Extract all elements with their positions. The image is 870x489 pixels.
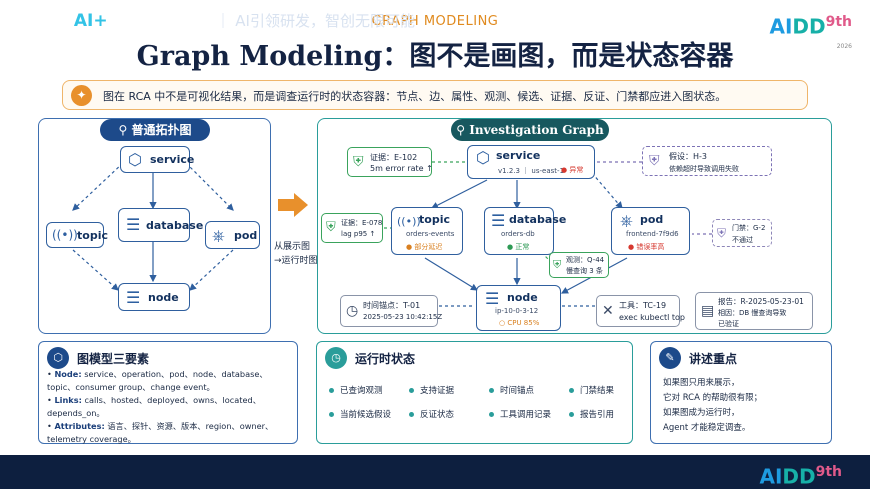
cube-icon: ⬡ bbox=[476, 148, 490, 167]
list-item: 反证状态 bbox=[409, 408, 454, 420]
shield-check-icon: ⛨ bbox=[353, 154, 364, 170]
observation-card[interactable]: ⛨ 观测：Q-44 慢查询 3 条 bbox=[549, 252, 609, 278]
error-dot-icon: ● bbox=[628, 243, 635, 251]
footer-title: 第9届AI+研发数字峰会 ｜ AI引领研发，智创无限可能 bbox=[28, 11, 415, 31]
runtime-state-panel: ◷ 运行时状态 已查询观测 支持证据 时间锚点 门禁结果 当前候选假设 反证状态… bbox=[316, 341, 633, 444]
list-item: 报告引用 bbox=[569, 408, 614, 420]
ok-dot-icon: ● bbox=[507, 243, 514, 251]
warn-dot-icon: ● bbox=[406, 243, 413, 251]
aidd-logo-footer: AIDD9th 2026 bbox=[759, 464, 842, 489]
pod-icon: ⎈ bbox=[620, 211, 633, 230]
topo-node-node[interactable]: ☰ node bbox=[118, 283, 190, 311]
list-item: • Node: service、operation、pod、node、datab… bbox=[47, 369, 268, 392]
report-card[interactable]: ▤ 报告：R-2025-05-23-01 相因：DB 慢查询导致 已验证 bbox=[695, 292, 813, 330]
topo-pod-node[interactable]: ⎈ pod bbox=[205, 221, 260, 249]
broadcast-icon: ((•)) bbox=[52, 228, 78, 242]
graph-icon: ⚲ bbox=[456, 123, 470, 137]
wrench-icon: ✕ bbox=[602, 303, 614, 319]
gate-card[interactable]: ⛨ 门禁：G-2 不通过 bbox=[712, 219, 772, 247]
summary-banner: ✦ 图在 RCA 中不是可视化结果，而是调查运行时的状态容器：节点、边、属性、观… bbox=[62, 80, 808, 110]
tool-card[interactable]: ✕ 工具：TC-19 exec kubectl top bbox=[596, 295, 685, 327]
pod-icon: ⎈ bbox=[212, 226, 225, 245]
investigation-panel-title: ⚲ Investigation Graph bbox=[451, 119, 609, 141]
aidd-logo: AIDD9th 2026 bbox=[769, 14, 852, 50]
status-badge-error: ● 错误率高 bbox=[628, 243, 665, 251]
server-icon: ☰ bbox=[126, 288, 141, 307]
topo-topic-node[interactable]: ((•)) topic bbox=[46, 222, 108, 248]
error-dot-icon: ● bbox=[561, 166, 568, 174]
server-icon: ☰ bbox=[485, 289, 500, 308]
footer-bar bbox=[0, 455, 870, 489]
shield-alert-icon: ⛨ bbox=[717, 226, 727, 240]
status-badge-ok: ● 正常 bbox=[507, 243, 530, 251]
hypothesis-card[interactable]: ⛨ 假设：H-3 依赖超时导致调用失败 bbox=[642, 146, 772, 176]
list-item: 门禁结果 bbox=[569, 384, 614, 396]
topology-panel-title: ⚲ 普通拓扑图 bbox=[100, 119, 210, 141]
ig-topic-node[interactable]: ((•)) topic orders-events ● 部分延迟 bbox=[391, 207, 463, 255]
database-icon: ☰ bbox=[126, 215, 141, 234]
banner-text: 图在 RCA 中不是可视化结果，而是调查运行时的状态容器：节点、边、属性、观测、… bbox=[103, 90, 727, 103]
list-item: 已查询观测 bbox=[329, 384, 383, 396]
ig-node-node[interactable]: ☰ node ip-10-0-3-12 ○ CPU 85% bbox=[476, 285, 561, 331]
evidence-card[interactable]: ⛨ 证据：E-078 lag p95 ↑ bbox=[321, 213, 383, 243]
evidence-card[interactable]: ⛨ 证据：E-102 5m error rate ↑ bbox=[347, 147, 433, 177]
time-anchor-card[interactable]: ◷ 时间锚点：T-01 2025-05-23 10:42:15Z bbox=[340, 295, 442, 327]
database-icon: ☰ bbox=[491, 211, 506, 230]
shield-check-icon: ⛨ bbox=[553, 258, 562, 271]
topology-icon: ⚲ bbox=[118, 123, 132, 137]
page-title: Graph Modeling：图不是画图，而是状态容器 bbox=[136, 41, 734, 72]
status-badge-warn: ○ CPU 85% bbox=[499, 319, 540, 327]
status-badge-warn: ● 部分延迟 bbox=[406, 243, 443, 251]
talking-points-panel: ✎ 讲述重点 如果图只用来展示， 它对 RCA 的帮助很有限； 如果图成为运行时… bbox=[650, 341, 832, 444]
list-item: 时间锚点 bbox=[489, 384, 534, 396]
eyebrow-label: GRAPH MODELING bbox=[371, 14, 499, 29]
list-item: 工具调用记录 bbox=[489, 408, 551, 420]
transition-label: 从展示图 →运行时图 bbox=[274, 242, 318, 266]
ig-service-node[interactable]: ⬡ service v1.2.3 ｜ us-east-1 ● 异常 bbox=[467, 145, 595, 179]
shield-alert-icon: ⛨ bbox=[649, 153, 660, 169]
talking-points-text: 如果图只用来展示， 它对 RCA 的帮助很有限； 如果图成为运行时， Agent… bbox=[663, 378, 763, 433]
list-item: • Attributes: 语言、探针、资源、版本、region、owner、t… bbox=[47, 421, 274, 444]
cube-icon: ⬡ bbox=[128, 150, 142, 169]
broadcast-icon: ((•)) bbox=[397, 215, 421, 228]
model-elements-list: • Node: service、operation、pod、node、datab… bbox=[47, 368, 295, 446]
list-item: • Links: calls、hosted、deployed、owns、loca… bbox=[47, 395, 261, 418]
ig-pod-node[interactable]: ⎈ pod frontend-7f9d6 ● 错误率高 bbox=[611, 207, 690, 255]
model-elements-panel: ⬡ 图模型三要素 • Node: service、operation、pod、n… bbox=[38, 341, 298, 444]
topo-service-node[interactable]: ⬡ service bbox=[120, 146, 194, 173]
sparkle-icon: ✦ bbox=[71, 85, 92, 106]
warn-dot-icon: ○ bbox=[499, 319, 506, 327]
transition-arrow-icon bbox=[278, 193, 308, 217]
topology-edges bbox=[72, 162, 234, 291]
investigation-panel bbox=[317, 118, 832, 334]
chat-icon: ✎ bbox=[659, 347, 681, 369]
clock-icon: ◷ bbox=[325, 347, 347, 369]
shield-check-icon: ⛨ bbox=[326, 220, 336, 235]
topo-database-node[interactable]: ☰ database bbox=[118, 208, 203, 242]
list-item: 当前候选假设 bbox=[329, 408, 391, 420]
status-badge-error: ● 异常 bbox=[561, 166, 584, 174]
cube-icon: ⬡ bbox=[47, 347, 69, 369]
document-icon: ▤ bbox=[701, 303, 715, 319]
list-item: 支持证据 bbox=[409, 384, 454, 396]
ig-database-node[interactable]: ☰ database orders-db ● 正常 bbox=[484, 207, 566, 255]
clock-icon: ◷ bbox=[346, 303, 359, 319]
